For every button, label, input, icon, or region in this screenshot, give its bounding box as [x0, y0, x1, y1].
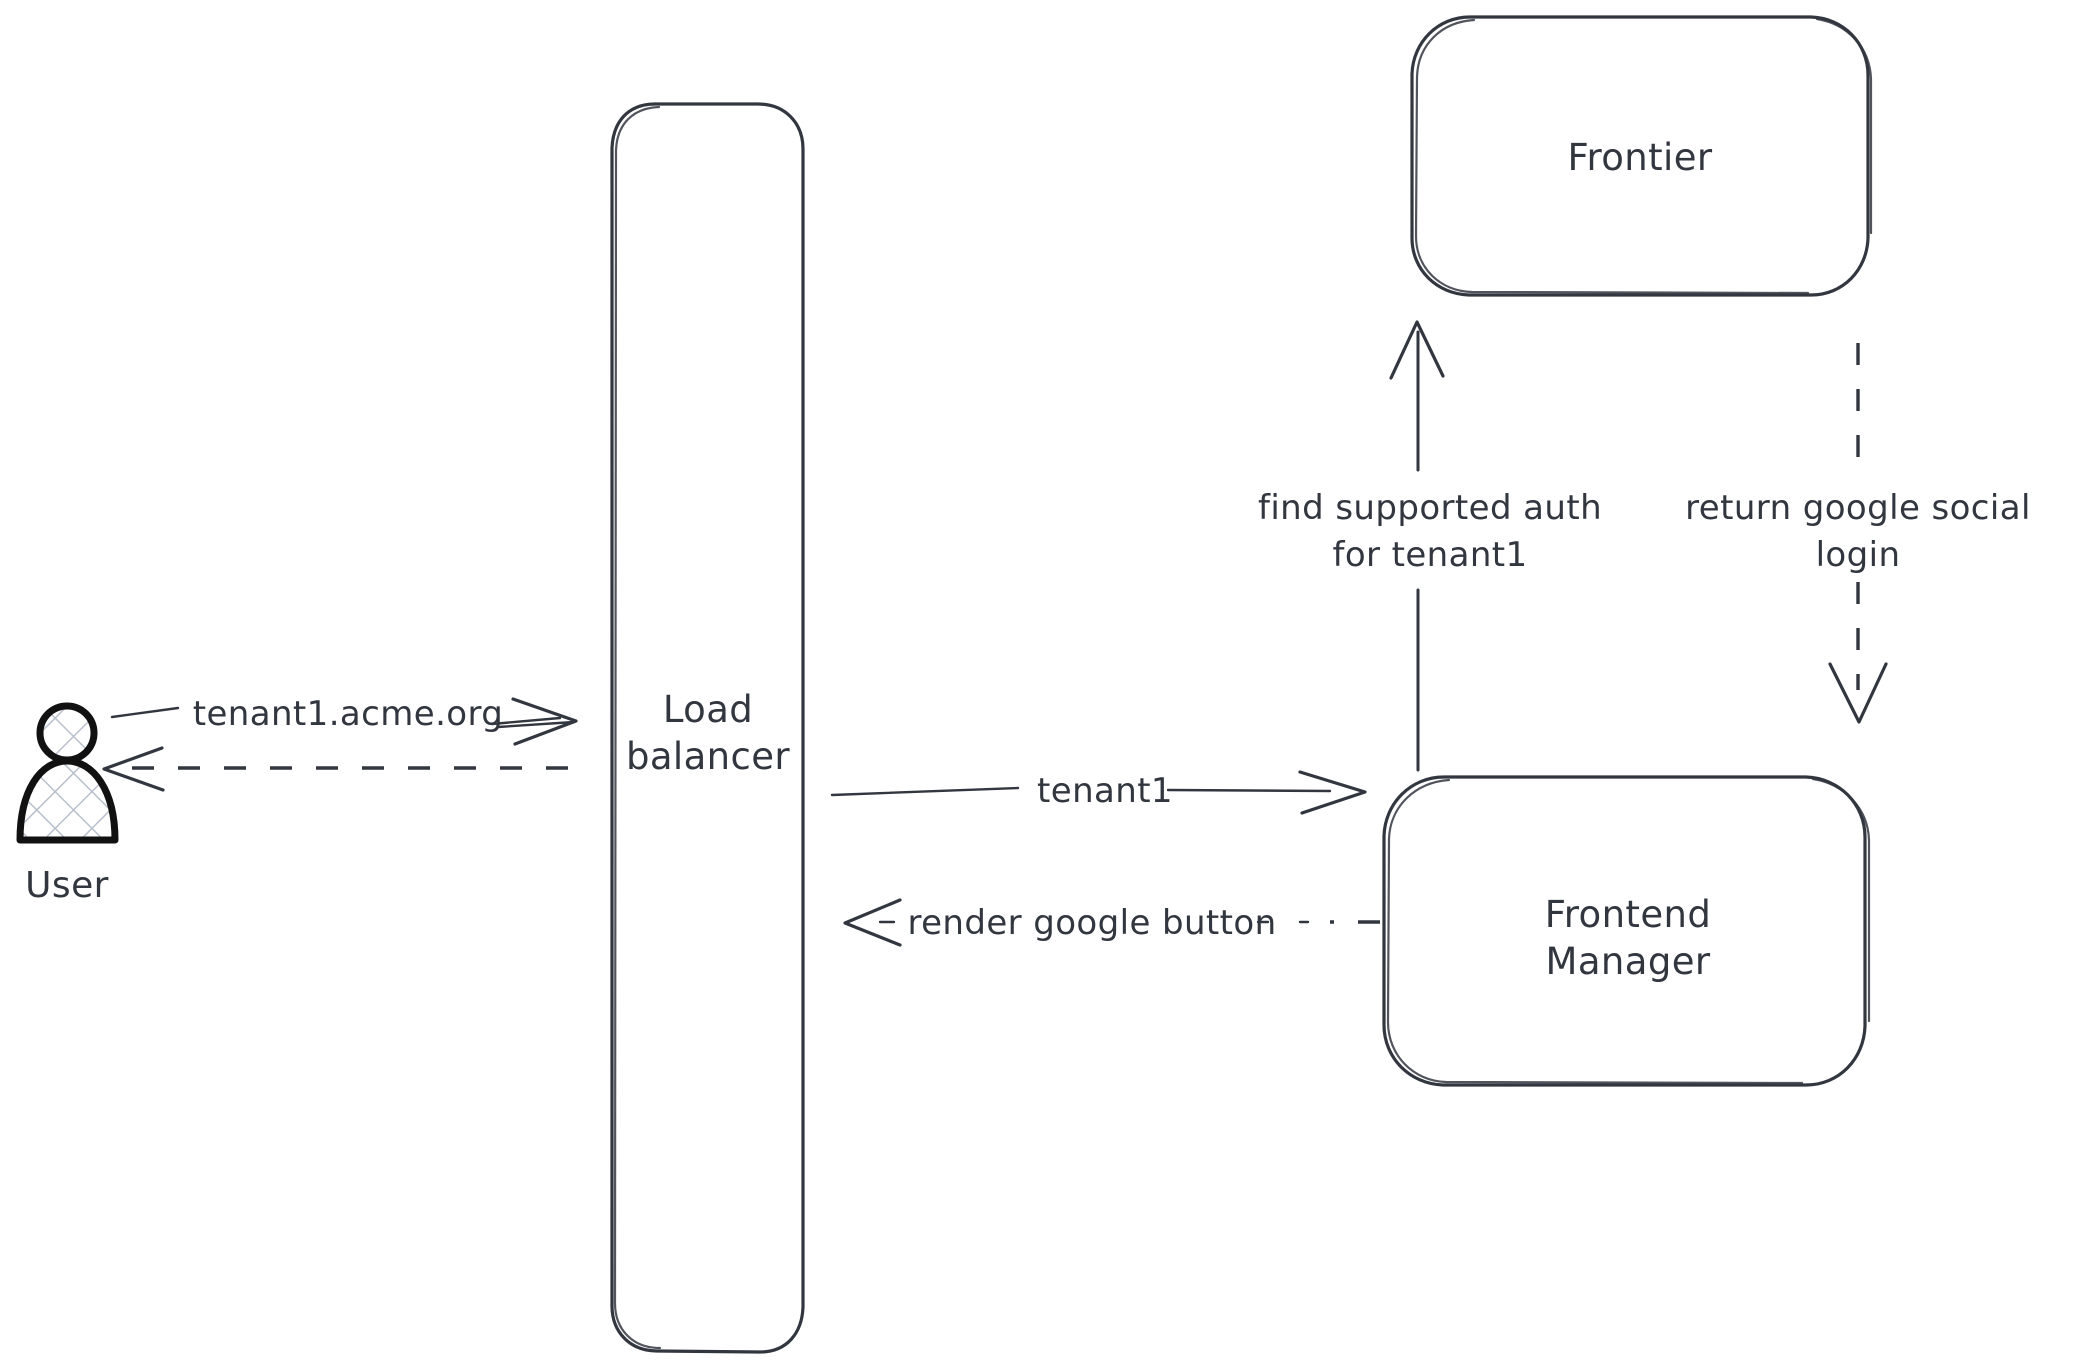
node-frontend-manager[interactable]: [1382, 775, 1871, 1087]
edge-load-balancer-to-frontend-manager[interactable]: [830, 770, 1367, 815]
node-label-frontend-manager-line2: Manager: [1545, 939, 1711, 983]
frontier-sketch-overlay-right: [1815, 17, 1873, 235]
edge-label-return-login-line2: login: [1815, 534, 1901, 575]
frontend-manager-shape: [1382, 775, 1867, 1087]
node-frontier[interactable]: [1410, 15, 1873, 297]
edge-frontend-manager-to-load-balancer[interactable]: [843, 898, 1380, 947]
node-label-frontier: Frontier: [1567, 135, 1713, 179]
edge-label-tenant1: tenant1: [1037, 770, 1173, 811]
edge-load-balancer-to-user[interactable]: [102, 746, 568, 792]
edge-frontier-to-frontend-manager[interactable]: [1828, 343, 1888, 724]
edge-user-to-load-balancer[interactable]: [110, 697, 578, 746]
frontier-sketch-overlay: [1414, 18, 1810, 295]
edge-label-find-auth-line2: for tenant1: [1332, 534, 1528, 575]
frontend-manager-sketch-overlay: [1386, 778, 1804, 1085]
actor-label-user: User: [25, 864, 109, 906]
node-label-load-balancer-line2: balancer: [625, 734, 791, 778]
edge-frontend-manager-to-frontier[interactable]: [1389, 320, 1445, 772]
edge-label-find-auth-line1: find supported auth: [1257, 487, 1603, 528]
node-load-balancer[interactable]: [610, 102, 805, 1354]
edge-label-tenant-domain: tenant1.acme.org: [192, 693, 504, 734]
frontend-manager-sketch-overlay-right: [1811, 777, 1871, 1023]
person-actor-icon: [16, 702, 119, 844]
edge-label-render-google-button: render google button: [907, 902, 1277, 943]
edge-label-return-login-line1: return google social: [1685, 487, 2031, 528]
node-label-load-balancer-line1: Load: [662, 687, 754, 731]
load-balancer-sketch-overlay: [613, 105, 662, 1350]
load-balancer-shape: [610, 102, 805, 1354]
node-label-frontend-manager-line1: Frontend: [1544, 892, 1712, 936]
